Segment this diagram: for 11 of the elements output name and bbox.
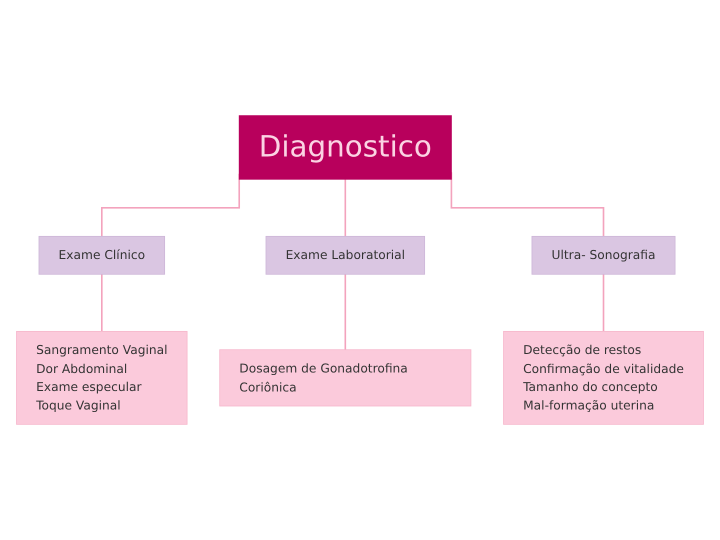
connector — [101, 274, 103, 332]
connector — [344, 274, 346, 351]
connector — [344, 179, 346, 238]
node-box: Ultra- Sonografia — [532, 236, 676, 275]
node-box: Exame Clínico — [38, 236, 166, 275]
node-box: Diagnostico — [238, 115, 452, 180]
node-box: Dosagem de Gonadotrofina Coriônica — [219, 349, 472, 406]
node-box: Sangramento Vaginal Dor Abdominal Exame especular Toque Vaginal — [16, 330, 188, 425]
node-box: Exame Laboratorial — [266, 236, 426, 275]
connector — [602, 274, 604, 332]
node-box: Detecção de restos Confirmação de vitalidade Tamanho do concepto Mal-formação uterina — [503, 330, 704, 425]
